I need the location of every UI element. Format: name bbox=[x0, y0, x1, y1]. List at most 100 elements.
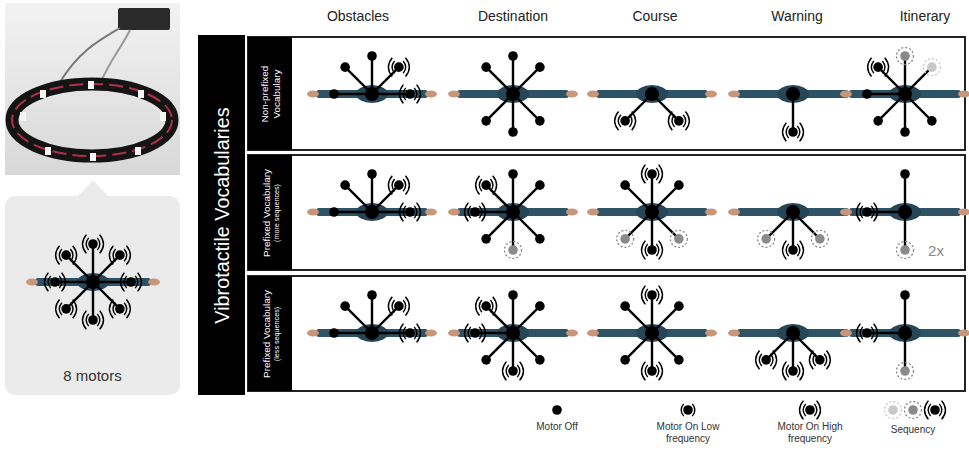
motor-housing bbox=[88, 81, 94, 89]
motor-dot bbox=[367, 290, 377, 300]
vibration-arc bbox=[400, 324, 404, 343]
vibration-arc bbox=[417, 85, 421, 104]
hand bbox=[840, 91, 852, 98]
vibration-arc bbox=[882, 61, 885, 73]
sequence-ring bbox=[923, 59, 940, 76]
body-figure bbox=[587, 85, 717, 130]
vibration-arc bbox=[70, 303, 73, 315]
torso bbox=[636, 85, 668, 103]
vibration-arc bbox=[503, 362, 507, 381]
hand bbox=[26, 279, 38, 286]
motor-dot bbox=[61, 304, 71, 314]
vibration-arc bbox=[874, 324, 878, 343]
vibration-arc bbox=[113, 303, 116, 315]
motor-dot bbox=[508, 366, 518, 376]
vibration-arc bbox=[100, 311, 104, 330]
vibration-arc bbox=[388, 58, 392, 77]
vibration-arc bbox=[659, 362, 663, 381]
vibration-arc bbox=[86, 238, 89, 250]
vibration-arc bbox=[874, 203, 878, 222]
motor-dot bbox=[481, 234, 491, 244]
motor-dot bbox=[329, 328, 339, 338]
vibration-arc bbox=[490, 300, 493, 312]
motor-dot bbox=[115, 250, 125, 260]
vibration-arc bbox=[857, 324, 861, 343]
motor-dot bbox=[674, 180, 684, 190]
vibration-arc bbox=[928, 404, 931, 416]
vibration-arc bbox=[656, 289, 659, 301]
vibration-arc bbox=[783, 241, 787, 260]
vibration-arc bbox=[392, 179, 395, 191]
hand bbox=[958, 91, 969, 98]
hub bbox=[898, 326, 912, 340]
body-figure bbox=[448, 51, 578, 137]
motor-dot bbox=[481, 355, 491, 365]
node-content: 8 motors bbox=[5, 367, 180, 385]
motor-dot bbox=[367, 169, 377, 179]
motor-dot bbox=[552, 405, 562, 415]
motor-dot bbox=[329, 89, 339, 99]
motor-dot bbox=[405, 89, 415, 99]
hand bbox=[566, 330, 578, 337]
hand bbox=[705, 91, 717, 98]
row-panel bbox=[248, 37, 965, 150]
motor-dot bbox=[535, 62, 545, 72]
vibration-arc bbox=[668, 111, 672, 130]
column-header: Itinerary bbox=[885, 8, 965, 25]
hand bbox=[307, 91, 319, 98]
sequence-ring bbox=[505, 242, 522, 259]
vibration-arc bbox=[124, 249, 127, 261]
vibration-arc bbox=[800, 123, 804, 142]
node-content: Prefixed Vocabulary(less sequences) bbox=[248, 276, 292, 391]
body-figure bbox=[840, 48, 969, 137]
node-title: Prefixed Vocabulary bbox=[260, 169, 272, 257]
torso bbox=[497, 85, 529, 103]
vibration-arc bbox=[809, 350, 813, 369]
vibration-arc bbox=[113, 249, 116, 261]
hand bbox=[840, 330, 852, 337]
motor-dot bbox=[88, 239, 98, 249]
motor-dot bbox=[761, 355, 771, 365]
body-figure bbox=[587, 165, 717, 260]
sequence-motor bbox=[900, 366, 910, 376]
node-title: Prefixed Vocabulary bbox=[260, 290, 272, 378]
vibration-arc bbox=[109, 299, 113, 318]
hand bbox=[566, 209, 578, 216]
vibration-arc bbox=[645, 244, 648, 256]
vibration-arc bbox=[659, 165, 663, 184]
motor-dot bbox=[815, 355, 825, 365]
motor-dot bbox=[394, 62, 404, 72]
vibration-arc bbox=[642, 165, 646, 184]
motor-dot bbox=[481, 116, 491, 126]
hand bbox=[587, 91, 599, 98]
vibration-arc bbox=[797, 365, 800, 377]
motor-dot bbox=[508, 51, 518, 61]
hand bbox=[425, 330, 437, 337]
vibration-arc bbox=[392, 300, 395, 312]
vibration-arc bbox=[803, 404, 806, 416]
vibration-arc bbox=[388, 297, 392, 316]
motor-dot bbox=[862, 207, 872, 217]
node-content: Prefixed Vocabulary(more sequences) bbox=[248, 155, 292, 270]
motor-dot bbox=[481, 301, 491, 311]
motor-dot bbox=[620, 116, 630, 126]
motor-dot bbox=[508, 169, 518, 179]
hub bbox=[786, 87, 800, 101]
legend-text: Motor Off bbox=[535, 421, 579, 433]
motor-dot bbox=[535, 116, 545, 126]
controller-box bbox=[118, 8, 170, 30]
body-figure bbox=[728, 203, 858, 259]
motor-housing bbox=[160, 112, 166, 121]
hub bbox=[506, 87, 520, 101]
vibration-arc bbox=[59, 303, 62, 315]
vibration-arc bbox=[479, 327, 482, 339]
cable bbox=[100, 30, 130, 84]
sequence-motor bbox=[674, 234, 684, 244]
hand bbox=[958, 209, 969, 216]
vibration-arc bbox=[517, 365, 520, 377]
vibration-arc bbox=[126, 246, 130, 265]
hub bbox=[365, 205, 379, 219]
vibration-arc bbox=[97, 238, 100, 250]
vibration-arc bbox=[414, 88, 417, 100]
vibration-arc bbox=[756, 350, 760, 369]
